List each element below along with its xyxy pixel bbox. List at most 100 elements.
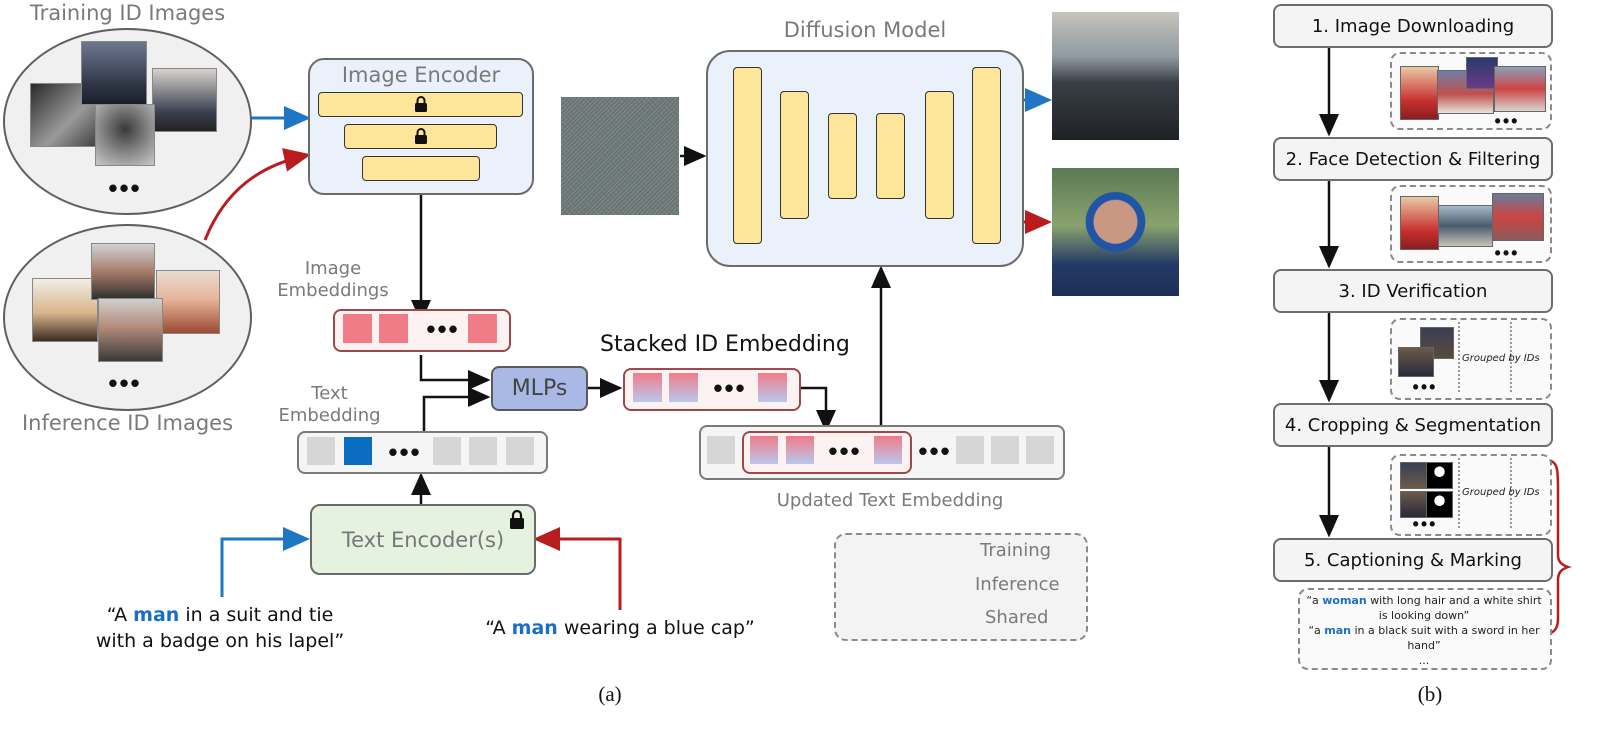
training-images-more: •••	[108, 173, 142, 203]
thumbnail	[1494, 66, 1546, 112]
unet-block	[733, 67, 762, 244]
unet-block	[876, 113, 905, 199]
mask-thumbnail	[1426, 462, 1453, 489]
inference-images-more: •••	[108, 368, 142, 398]
stacked-id-more: •••	[713, 373, 747, 403]
filtered-more: •••	[1494, 243, 1520, 263]
image-embedding-cell	[343, 314, 372, 343]
inference-images-label: Inference ID Images	[21, 411, 234, 435]
updated-text-cell	[1026, 436, 1054, 464]
subfigure-a-label: (a)	[598, 682, 622, 706]
inference-output-image	[1052, 168, 1179, 296]
verified-more: •••	[1412, 377, 1438, 397]
training-prompt-arrow	[220, 527, 310, 597]
unet-block	[972, 67, 1001, 244]
step-captioning-marking: 5. Captioning & Marking	[1273, 538, 1553, 582]
mask-thumbnail	[1426, 491, 1453, 518]
lock-icon	[415, 128, 427, 144]
training-prompt: “A man in a suit and tie with a badge on…	[95, 604, 345, 652]
prompt-keyword: man	[511, 617, 558, 639]
updated-text-cell	[956, 436, 984, 464]
grouped-by-ids-label: Grouped by IDs	[1462, 487, 1540, 498]
updated-text-id-cell	[874, 436, 902, 464]
inference-prompt-arrow	[533, 527, 622, 610]
updated-text-label: Updated Text Embedding	[776, 490, 1004, 511]
text-embedding-label: Text Embedding	[262, 383, 397, 427]
text-embedding-cell	[433, 437, 461, 465]
thumbnail	[1400, 462, 1427, 489]
image-embedding-cell	[379, 314, 408, 343]
step-cropping-segmentation: 4. Cropping & Segmentation	[1273, 403, 1553, 447]
caption-keyword: man	[1324, 624, 1351, 637]
text-embedding-cell-highlighted	[344, 437, 372, 465]
grouped-by-ids-label: Grouped by IDs	[1462, 353, 1540, 364]
group-divider	[1510, 458, 1512, 528]
group-divider	[1458, 322, 1460, 392]
image-emb-to-mlp-arrow	[419, 355, 491, 390]
legend-shared-label: Shared	[985, 607, 1049, 628]
thumbnail	[1438, 205, 1493, 247]
updated-text-id-cell	[786, 436, 814, 464]
caption-list: “a woman with long hair and a white shir…	[1306, 594, 1542, 667]
inference-photo-3	[156, 270, 220, 334]
captions-box	[1298, 588, 1552, 670]
step-id-verification: 3. ID Verification	[1273, 269, 1553, 313]
thumbnail	[1400, 66, 1439, 120]
lock-icon	[415, 96, 427, 112]
diffusion-label: Diffusion Model	[783, 18, 947, 42]
caption-keyword: woman	[1322, 594, 1367, 607]
unet-block	[828, 113, 857, 199]
text-embedding-label-line1: Text	[311, 383, 348, 404]
downloaded-more: •••	[1494, 111, 1520, 131]
lock-icon	[510, 509, 524, 529]
text-embedding-cell	[506, 437, 534, 465]
training-images-label: Training ID Images	[29, 1, 226, 25]
inference-arrow	[203, 148, 311, 241]
image-embeddings-label-line1: Image	[304, 258, 362, 279]
updated-text-more: •••	[918, 436, 952, 466]
inference-photo-1	[32, 278, 98, 342]
legend-training-label: Training	[980, 540, 1052, 561]
step-image-downloading: 1. Image Downloading	[1273, 4, 1553, 48]
image-embeddings-label: Image Embeddings	[268, 258, 398, 302]
stacked-id-cell	[633, 373, 662, 402]
stacked-id-label: Stacked ID Embedding	[600, 332, 850, 357]
thumbnail	[1420, 327, 1454, 359]
image-embeddings-label-line2: Embeddings	[277, 280, 389, 301]
training-photo-2	[81, 41, 147, 105]
group-divider	[1510, 322, 1512, 392]
subfigure-b-label: (b)	[1417, 682, 1443, 706]
inference-prompt: “A man wearing a blue cap”	[485, 617, 755, 639]
segmented-more: •••	[1412, 514, 1438, 534]
updated-text-id-cell	[750, 436, 778, 464]
text-encoder-box: Text Encoder(s)	[310, 504, 536, 575]
text-embedding-cell	[307, 437, 335, 465]
inference-photo-2	[91, 243, 155, 300]
inference-photo-4	[98, 298, 163, 362]
thumbnail	[1400, 196, 1439, 250]
text-embedding-cell	[469, 437, 497, 465]
unet-block	[925, 91, 954, 219]
training-photo-4	[95, 104, 155, 166]
image-embeddings-more: •••	[426, 314, 460, 344]
updated-text-id-more: •••	[828, 436, 862, 466]
encoder-layer-3	[362, 156, 480, 181]
group-divider	[1458, 458, 1460, 528]
unet-block	[780, 91, 809, 219]
updated-text-cell	[707, 436, 735, 464]
legend-inference-label: Inference	[975, 574, 1060, 595]
stacked-to-updated-arrow	[800, 386, 836, 433]
updated-text-cell	[991, 436, 1019, 464]
text-embedding-more: •••	[388, 437, 422, 467]
thumbnail	[1398, 347, 1434, 377]
text-emb-to-mlp-arrow	[422, 387, 491, 432]
image-embedding-cell	[468, 314, 497, 343]
prompt-keyword: man	[133, 604, 180, 626]
caption-brace	[1547, 458, 1572, 636]
stacked-id-cell	[669, 373, 698, 402]
text-embedding-label-line2: Embedding	[278, 405, 381, 426]
thumbnail	[1492, 193, 1544, 241]
legend-box	[834, 533, 1088, 641]
training-output-image	[1052, 12, 1179, 140]
